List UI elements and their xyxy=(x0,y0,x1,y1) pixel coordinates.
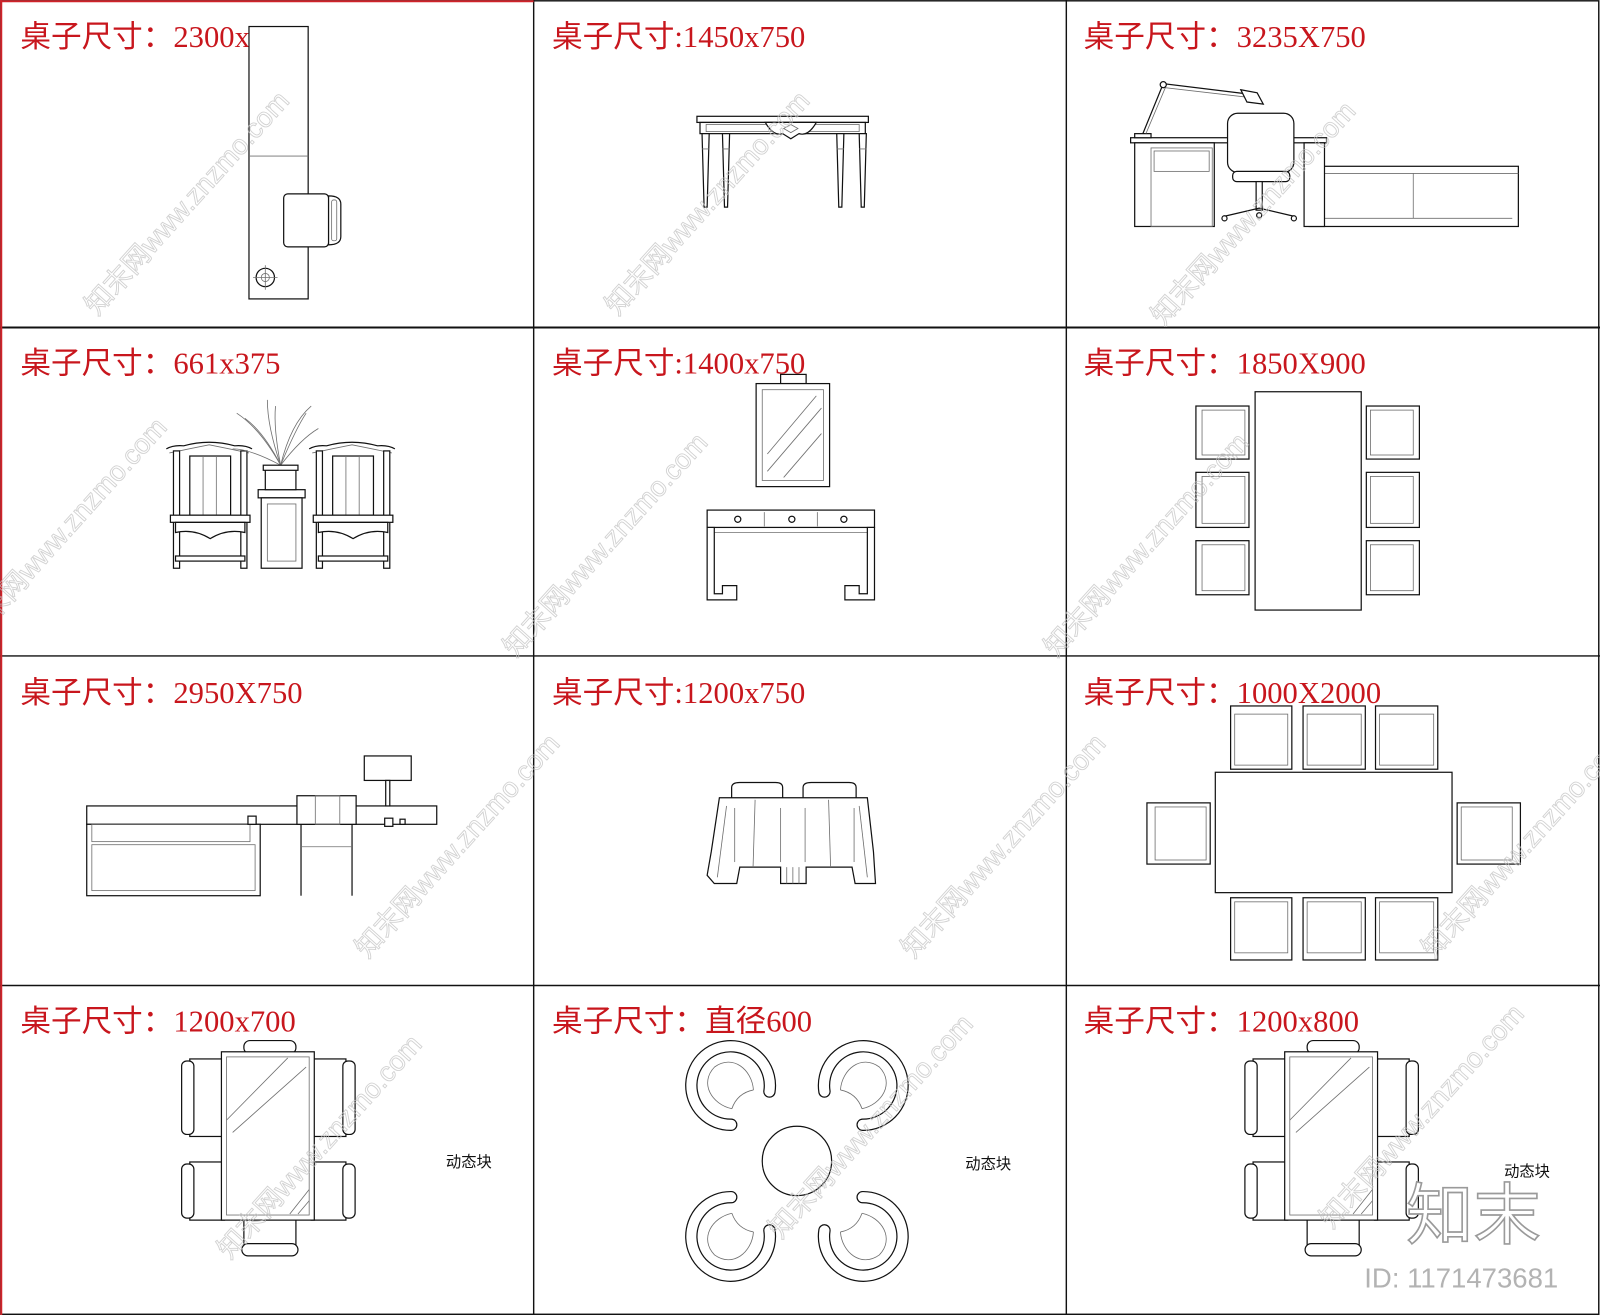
dynamic-block-note-1: 动态块 xyxy=(446,1154,492,1171)
office-chair-elevation xyxy=(1221,112,1298,222)
tub-chair-bottom-right xyxy=(805,1179,928,1301)
clothed-table-elevation xyxy=(706,781,877,885)
desk-top-plan xyxy=(248,25,309,300)
low-cabinet xyxy=(1308,165,1519,228)
crosshair-icon xyxy=(253,265,278,290)
brand-logo-text: 知末 xyxy=(1406,1178,1541,1253)
monitor xyxy=(363,755,412,807)
chair-end-left xyxy=(1146,802,1211,865)
armchair-elevation-right xyxy=(308,441,396,569)
console-table xyxy=(706,509,876,601)
dining-table-top xyxy=(1214,771,1453,894)
console-table-elevation xyxy=(696,115,869,208)
tub-chair-top-left xyxy=(666,1021,789,1143)
armchair-elevation xyxy=(166,441,253,569)
desk-plan-drawing xyxy=(248,25,342,300)
potted-plant xyxy=(232,399,319,491)
round-table-lounge-plan xyxy=(666,1021,928,1301)
asset-id-text: ID: 1171473681 xyxy=(1364,1262,1558,1293)
dynamic-block-note-2: 动态块 xyxy=(965,1156,1011,1173)
long-desk-elevation xyxy=(86,755,438,897)
dining-table-8-plan xyxy=(1146,705,1522,961)
tub-chair-bottom-left xyxy=(666,1179,789,1301)
chair-elevation xyxy=(296,795,357,896)
wall-mirror xyxy=(755,373,831,488)
cell-label-9: 桌子尺寸：1000X2000 xyxy=(1084,676,1381,710)
dining-set-glass-plan-2 xyxy=(1244,1039,1419,1257)
watermark-text: 知末网www.znzmo.com xyxy=(895,728,1112,964)
watermark-text: 知末网www.znzmo.com xyxy=(0,411,173,647)
armchairs-plant-stand-elevation xyxy=(166,399,396,569)
cell-label-6: 桌子尺寸：1850X900 xyxy=(1084,346,1366,380)
mirror-console-elevation xyxy=(706,373,876,601)
cell-label-3: 桌子尺寸：3235X750 xyxy=(1084,20,1366,54)
desk xyxy=(1130,137,1328,228)
brand-watermark: 知末 ID: 1171473681 xyxy=(1364,1178,1558,1294)
cell-label-7: 桌子尺寸：2950X750 xyxy=(20,676,302,710)
chairs-top xyxy=(1230,705,1439,770)
dining-table-top xyxy=(1254,391,1362,611)
cell-label-5: 桌子尺寸:1400x750 xyxy=(552,346,805,380)
dining-set-glass-plan xyxy=(181,1039,356,1257)
round-table-top xyxy=(761,1125,833,1197)
desk-lamp xyxy=(1134,81,1265,139)
plant-stand xyxy=(257,489,306,569)
tub-chair-top-right xyxy=(805,1021,928,1143)
chairs-right xyxy=(1365,405,1420,596)
chairs-left xyxy=(1195,405,1250,596)
cell-label-4: 桌子尺寸：661x375 xyxy=(20,346,280,380)
office-chair-plan xyxy=(283,193,342,248)
watermark-text: 知末网www.znzmo.com xyxy=(497,427,714,663)
chair-end-right xyxy=(1456,802,1522,865)
dynamic-block-note-3: 动态块 xyxy=(1504,1163,1550,1180)
dining-table-6-plan xyxy=(1195,391,1420,611)
cell-label-11: 桌子尺寸：直径600 xyxy=(552,1004,812,1038)
cell-label-10: 桌子尺寸：1200x700 xyxy=(20,1004,295,1038)
chairs-bottom xyxy=(1230,897,1439,961)
glass-table-top xyxy=(220,1051,315,1221)
cell-label-12: 桌子尺寸：1200x800 xyxy=(1084,1004,1359,1038)
study-desk-elevation xyxy=(1130,81,1519,228)
cell-label-2: 桌子尺寸:1450x750 xyxy=(552,20,805,54)
cell-label-8: 桌子尺寸:1200x750 xyxy=(552,676,805,710)
